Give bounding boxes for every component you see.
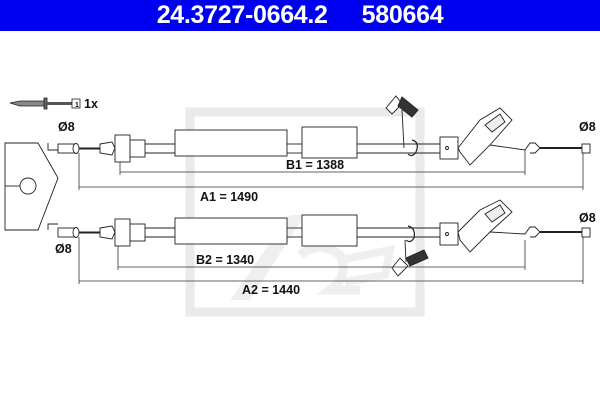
upper-dimension-lines	[78, 150, 584, 190]
dimension-b2: B2 = 1340	[196, 253, 254, 267]
mounting-bracket	[4, 142, 59, 231]
upper-cable	[57, 95, 591, 166]
lower-dimension-lines	[78, 237, 584, 284]
lower-cable	[57, 199, 591, 277]
reference-number: 580664	[361, 1, 444, 29]
article-number: 24.3727-0664.2	[156, 1, 328, 29]
accessory-box-number: 1	[75, 102, 79, 109]
title-bar: 24.3727-0664.2 580664	[0, 0, 600, 31]
lower-right-diameter: Ø8	[579, 211, 596, 225]
upper-right-diameter: Ø8	[579, 120, 596, 134]
upper-left-diameter: Ø8	[58, 120, 75, 134]
cable-drawing: 1 1x Ø8 Ø8	[4, 95, 596, 317]
dimension-a1: A1 = 1490	[200, 190, 258, 204]
accessory-quantity: 1x	[84, 97, 98, 111]
cable-tie-accessory	[9, 97, 81, 110]
dimension-a2: A2 = 1440	[242, 283, 300, 297]
dimension-b1: B1 = 1388	[286, 158, 344, 172]
lower-left-diameter: Ø8	[55, 242, 72, 256]
